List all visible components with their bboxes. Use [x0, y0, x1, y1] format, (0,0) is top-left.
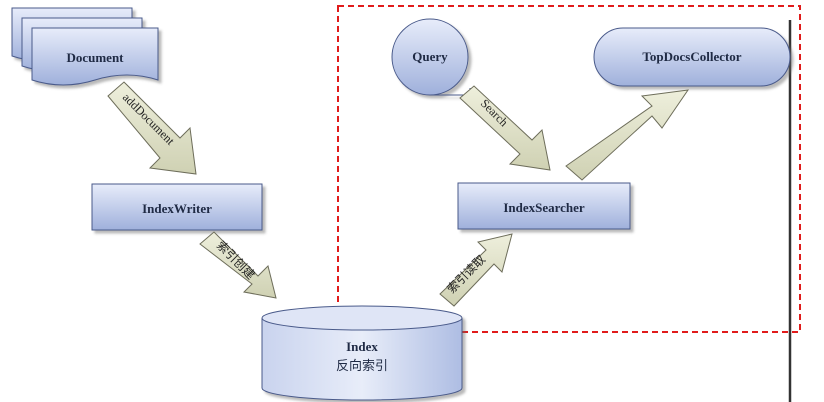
search-arrow: Search	[459, 85, 551, 171]
collect-arrow	[565, 89, 690, 181]
search-boundary	[337, 5, 801, 333]
index-sublabel: 反向索引	[336, 358, 388, 374]
read-index-arrow: 索引读取	[439, 233, 513, 307]
index-writer-label: IndexWriter	[142, 201, 212, 216]
index-writer-box	[91, 183, 263, 231]
document-label: Document	[66, 50, 124, 65]
document-node	[11, 7, 159, 86]
query-label: Query	[412, 49, 448, 64]
top-docs-collector-label: TopDocsCollector	[642, 49, 741, 64]
index-searcher-box	[457, 182, 631, 230]
add-document-arrow: addDocument	[107, 81, 197, 175]
index-searcher-label: IndexSearcher	[503, 200, 585, 215]
index-label: Index	[346, 339, 378, 354]
create-index-arrow: 索引创建	[199, 231, 277, 299]
top-docs-collector-box	[593, 27, 791, 87]
index-node	[261, 305, 463, 401]
